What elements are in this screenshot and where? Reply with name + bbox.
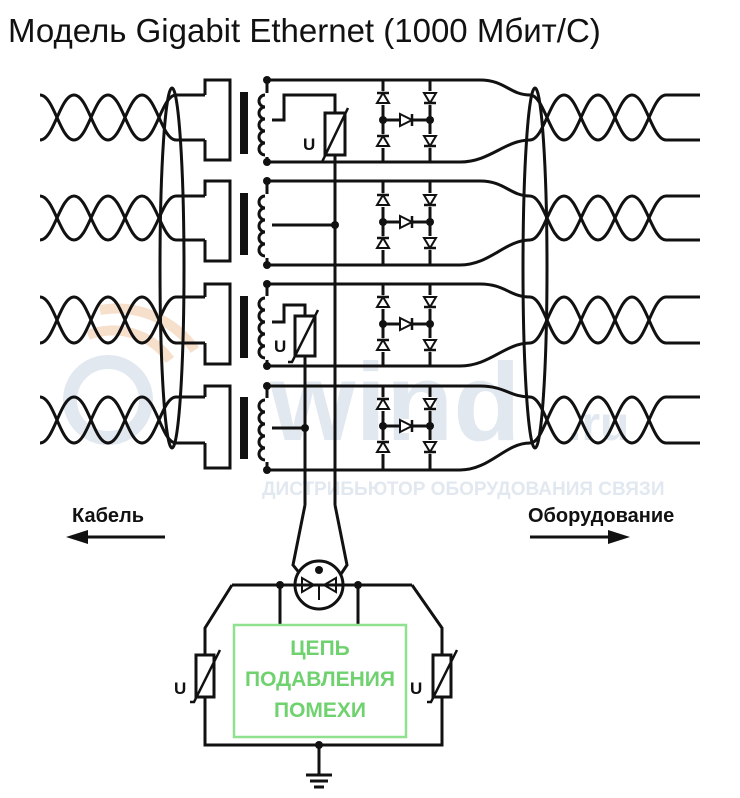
equipment-side-label: Оборудование bbox=[528, 505, 674, 544]
left-pair-2 bbox=[39, 194, 205, 242]
channel-4 bbox=[203, 382, 531, 474]
equipment-label: Оборудование bbox=[528, 505, 674, 527]
right-pair-4 bbox=[529, 395, 700, 445]
varistor-label: U bbox=[303, 135, 315, 154]
twisted-pairs bbox=[39, 93, 700, 445]
diode-bridges bbox=[375, 91, 438, 454]
varistor-left: U bbox=[174, 649, 222, 704]
watermark-tagline: ДИСТРИБЬЮТОР ОБОРУДОВАНИЯ СВЯЗИ bbox=[262, 479, 664, 500]
varistor-right: U bbox=[410, 649, 459, 704]
suppression-line-1: ЦЕПЬ bbox=[290, 637, 350, 660]
right-pair-1 bbox=[529, 93, 700, 142]
diode-bridge-4 bbox=[375, 397, 438, 454]
diode-bridge-2 bbox=[375, 193, 438, 250]
diagram-title: Модель Gigabit Ethernet (1000 Мбит/С) bbox=[8, 12, 601, 49]
cable-label: Кабель bbox=[72, 505, 144, 527]
right-cable-bundle bbox=[521, 86, 549, 450]
left-pair-3 bbox=[39, 295, 205, 345]
cable-side-label: Кабель bbox=[66, 505, 165, 544]
varistor-label: U bbox=[274, 337, 286, 356]
channel-3 bbox=[203, 280, 531, 370]
right-pair-3 bbox=[529, 295, 700, 345]
suppression-circuit-box: ЦЕПЬ ПОДАВЛЕНИЯ ПОМЕХИ bbox=[232, 623, 408, 739]
channel-stages bbox=[203, 76, 531, 474]
watermark-brand: wind bbox=[269, 341, 521, 464]
suppression-line-3: ПОМЕХИ bbox=[274, 699, 366, 722]
diode-bridge-3 bbox=[375, 295, 438, 352]
varistor-ch3: U bbox=[274, 309, 320, 364]
center-tap-wires bbox=[291, 155, 349, 581]
left-arrow-icon bbox=[66, 530, 88, 544]
diode-bridge-1 bbox=[375, 91, 438, 148]
right-pair-2 bbox=[529, 194, 700, 242]
channel-1 bbox=[203, 76, 531, 166]
suppression-line-2: ПОДАВЛЕНИЯ bbox=[245, 668, 395, 691]
varistor-ch1: U bbox=[303, 107, 350, 164]
left-cable-bundle bbox=[158, 86, 186, 450]
channel-2 bbox=[203, 177, 531, 269]
suppression-network bbox=[203, 581, 444, 789]
right-arrow-icon bbox=[608, 530, 630, 544]
varistor-label: U bbox=[174, 679, 186, 698]
varistor-label: U bbox=[410, 679, 422, 698]
left-pair-4 bbox=[39, 395, 205, 445]
left-pair-1 bbox=[39, 93, 205, 142]
